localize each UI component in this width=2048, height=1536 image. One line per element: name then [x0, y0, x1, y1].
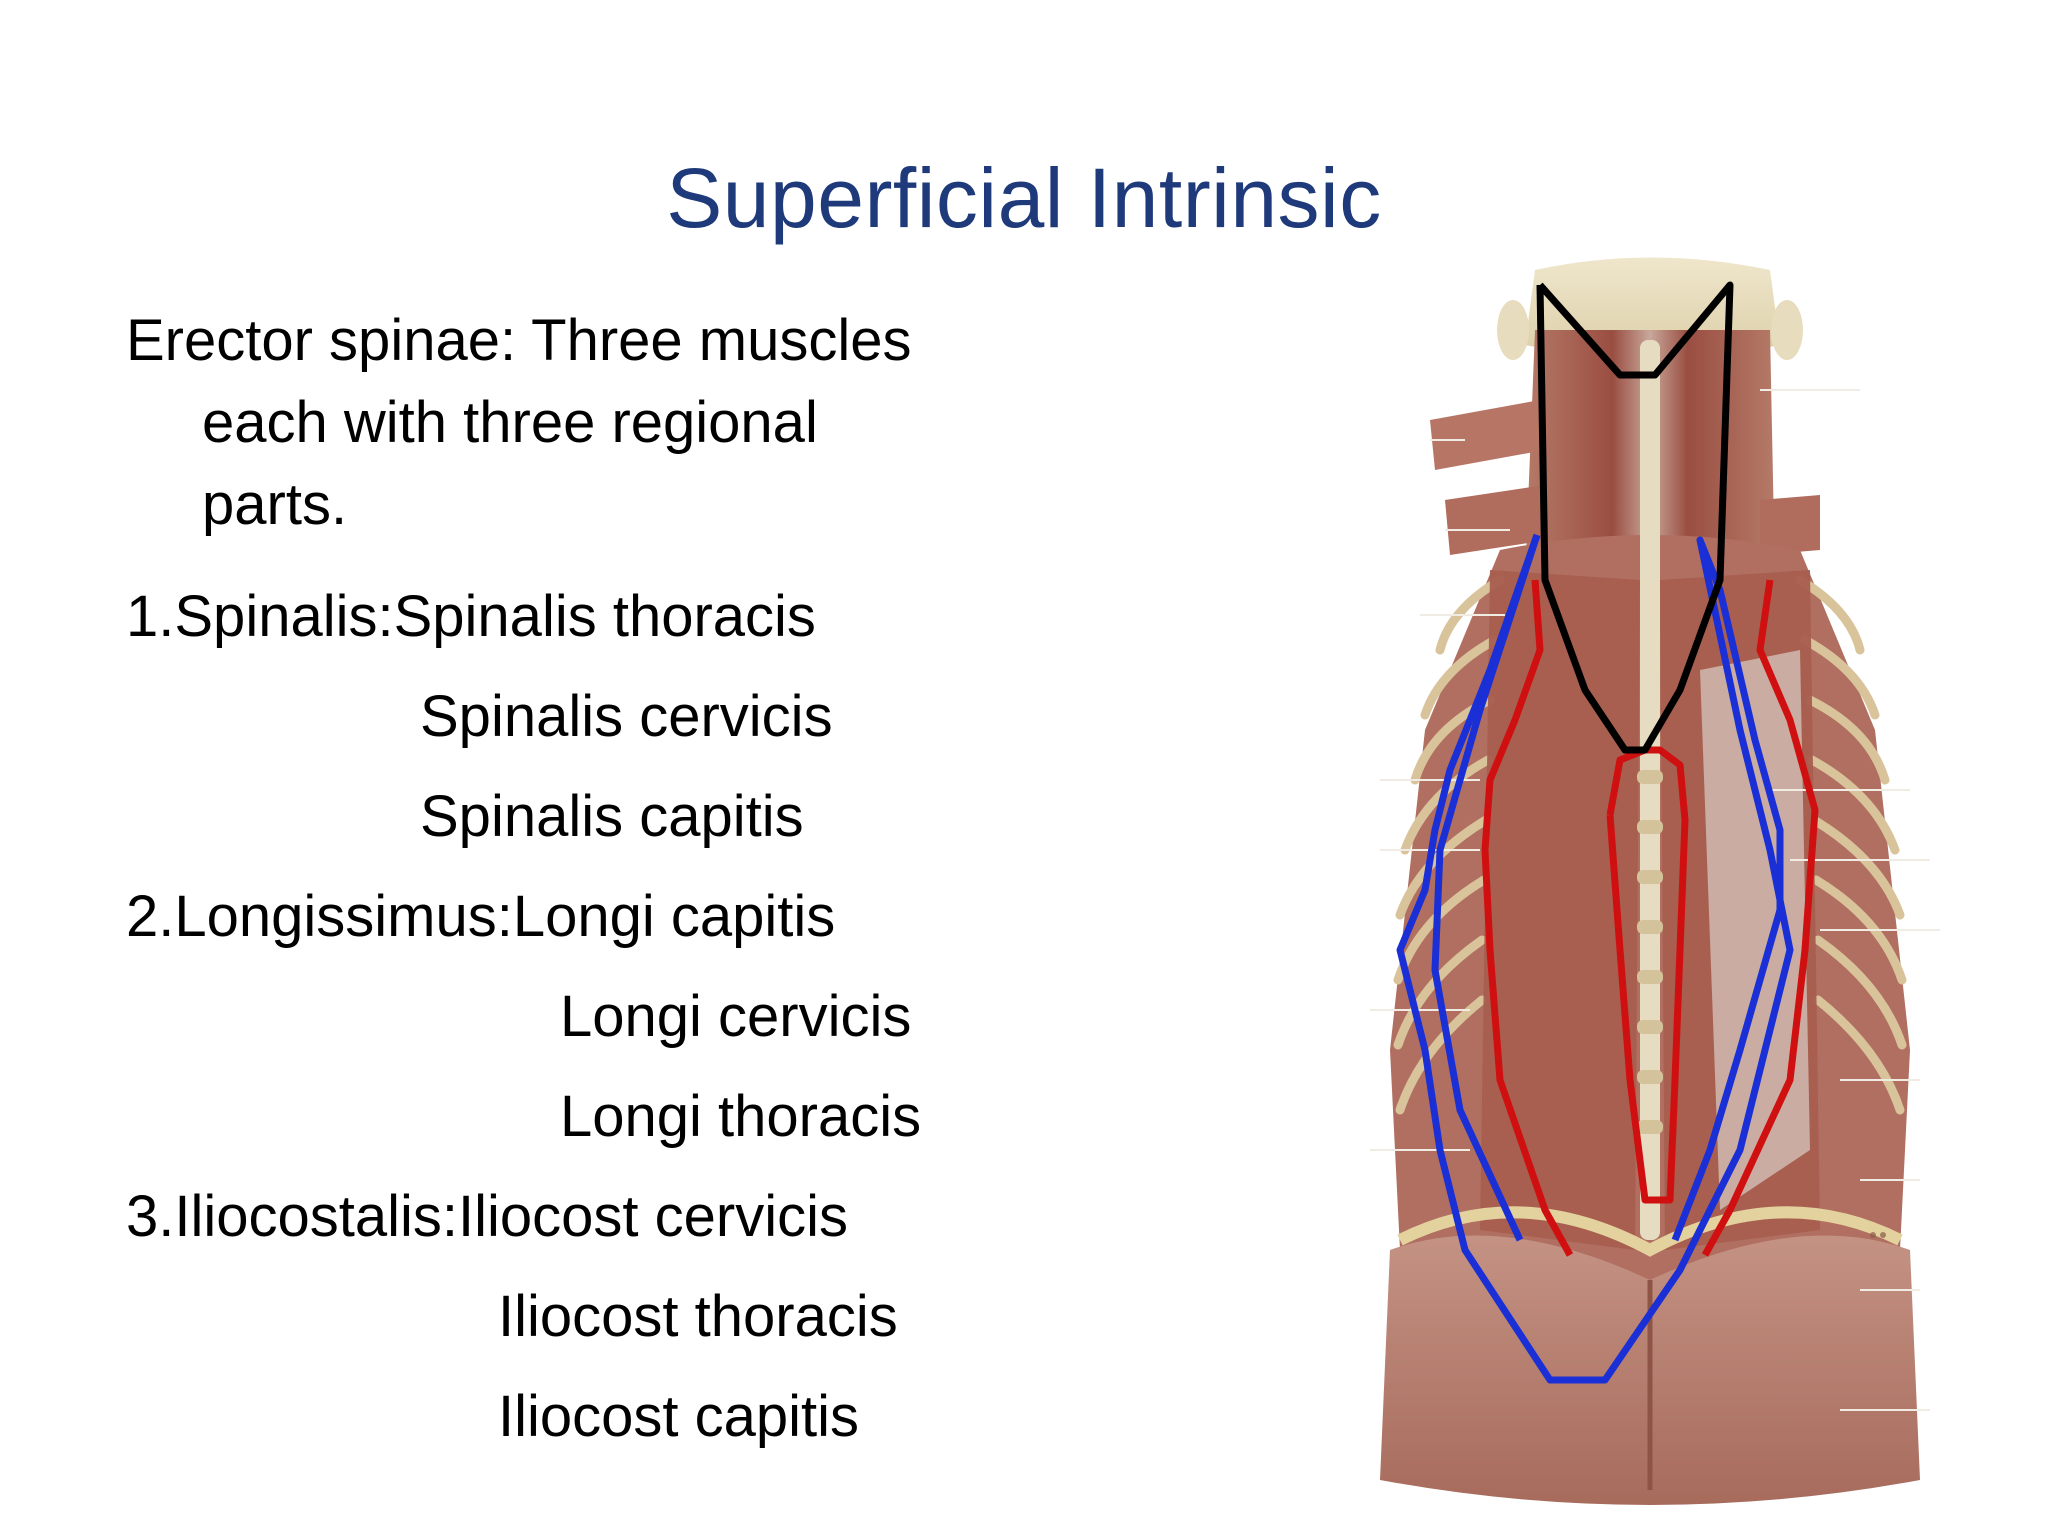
group-item-iliocostalis-2: Iliocost capitis [498, 1384, 860, 1449]
group-heading-iliocostalis: 3.Iliocostalis:Iliocost cervicis [126, 1184, 848, 1249]
erector-spinae-left [1480, 570, 1640, 1250]
shoulder-flap-left-2 [1445, 485, 1548, 555]
group-heading-longissimus: 2.Longissimus:Longi capitis [126, 884, 836, 949]
group-item-longissimus-2: Longi thoracis [560, 1084, 922, 1149]
artist-mark [1870, 1232, 1886, 1238]
group-item-spinalis-2: Spinalis capitis [420, 784, 804, 849]
back-muscles-illustration [1370, 257, 1940, 1505]
vertebrae [1637, 770, 1663, 1134]
ribs-right [1795, 575, 1907, 1115]
blue-outline-left [1396, 533, 1794, 1384]
slide-title: Superficial Intrinsic [666, 151, 1382, 245]
group-item-spinalis-1: Spinalis cervicis [420, 684, 833, 749]
intro-line-2: each with three regional [202, 390, 818, 455]
group-item-longissimus-1: Longi cervicis [560, 984, 912, 1049]
blue-inner-left [1431, 533, 1541, 1242]
black-outline [1536, 281, 1734, 754]
intro-line-3: parts. [202, 472, 348, 537]
label-leader-lines [1370, 389, 1940, 1411]
spine [1640, 340, 1660, 1240]
red-outline-longissimus-right [1701, 579, 1819, 1257]
ear-right [1771, 300, 1803, 360]
shoulder-flap-right [1760, 495, 1820, 555]
iliac-crest [1397, 1206, 1903, 1257]
shoulder-flap-left-1 [1430, 400, 1545, 470]
red-outline-longissimus-left [1481, 579, 1574, 1257]
ear-left [1497, 300, 1529, 360]
group-heading-spinalis: 1.Spinalis:Spinalis thoracis [126, 584, 816, 649]
intro-line-1: Erector spinae: Three muscles [126, 308, 912, 373]
group-item-iliocostalis-1: Iliocost thoracis [498, 1284, 898, 1349]
